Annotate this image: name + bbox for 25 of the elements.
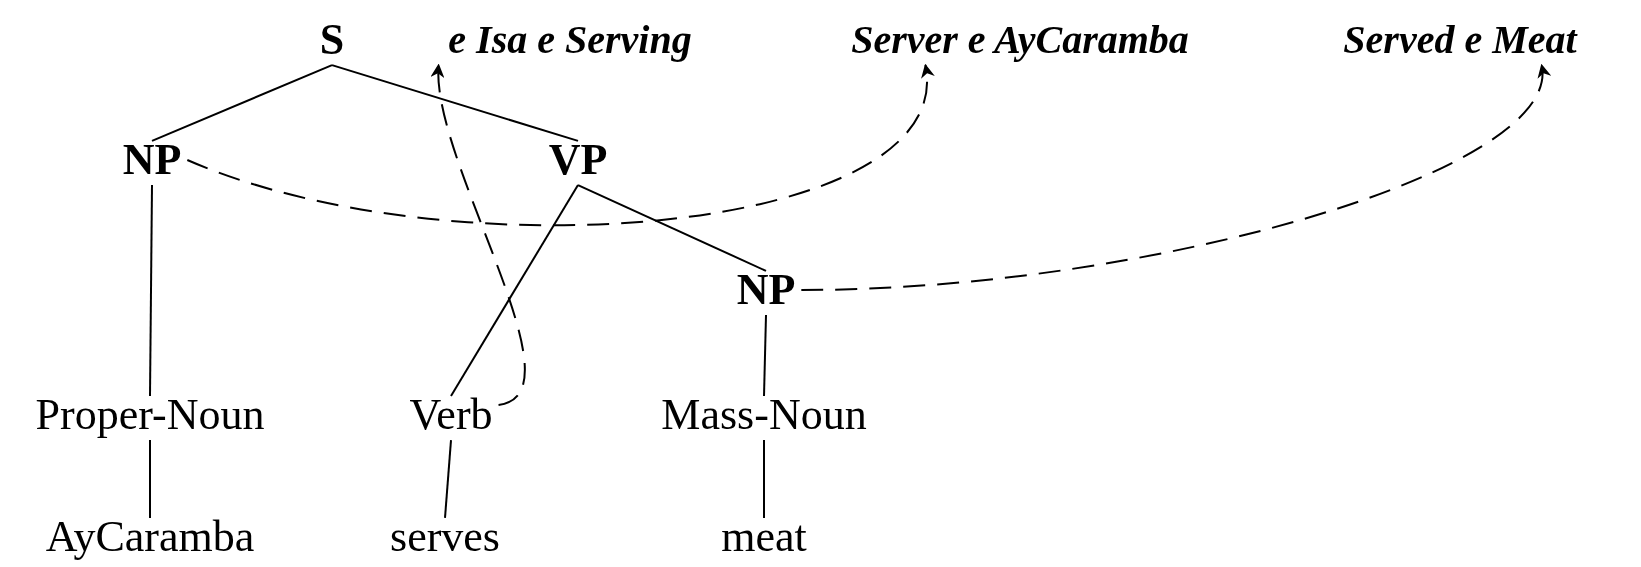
- tree-branch: [763, 439, 765, 519]
- tree-branch: [331, 64, 579, 142]
- dashed-arrow: [186, 63, 932, 226]
- semantic-formula: Served e Meat: [1343, 19, 1577, 61]
- category-label: S: [319, 16, 345, 64]
- tree-branch: [444, 439, 452, 519]
- tree-label: serves: [390, 513, 500, 561]
- semantic-formula: e Isa e Serving: [448, 19, 692, 61]
- tree-label: Verb: [409, 391, 493, 439]
- tree-label: meat: [721, 513, 807, 561]
- category-label: NP: [736, 266, 796, 314]
- tree-label: Mass-Noun: [661, 391, 867, 439]
- semantic-formula: Server e AyCaramba: [851, 19, 1189, 61]
- tree-label: AyCaramba: [45, 513, 255, 561]
- tree-branch: [149, 184, 153, 397]
- tree-branch: [151, 64, 333, 142]
- tree-branch: [763, 314, 767, 397]
- tree-branch: [577, 184, 767, 272]
- dashed-arrow: [432, 63, 526, 406]
- tree-branch: [149, 439, 151, 519]
- tree-branch: [450, 184, 579, 397]
- tree-label: Proper-Noun: [35, 391, 265, 439]
- category-label: NP: [122, 136, 182, 184]
- dashed-arrow: [800, 63, 1548, 291]
- category-label: VP: [548, 136, 608, 184]
